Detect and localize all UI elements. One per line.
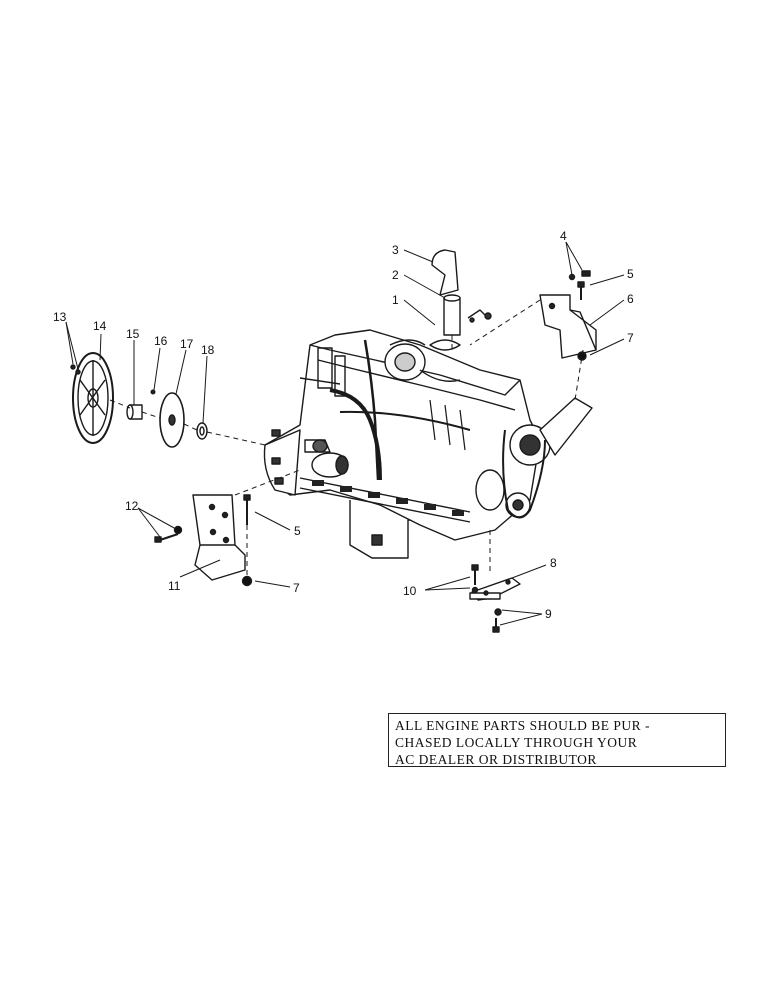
dealer-note-line-2: CHASED LOCALLY THROUGH YOUR bbox=[395, 735, 638, 750]
front-bolt bbox=[577, 281, 585, 300]
exhaust-pipe bbox=[443, 294, 461, 336]
drive-plate bbox=[159, 392, 185, 448]
adapter-ring bbox=[196, 422, 208, 440]
callout-labels: 1 2 3 4 5 6 7 8 9 10 11 12 13 14 15 16 1… bbox=[53, 229, 634, 621]
flywheel-bolts bbox=[70, 364, 81, 375]
callout-9: 9 bbox=[545, 607, 552, 621]
engine-block bbox=[263, 329, 593, 559]
dealer-note-line-1: ALL ENGINE PARTS SHOULD BE PUR - bbox=[395, 718, 650, 733]
callout-14: 14 bbox=[93, 319, 107, 333]
front-mount-bracket bbox=[539, 294, 597, 359]
callout-8: 8 bbox=[550, 556, 557, 570]
callout-10: 10 bbox=[403, 584, 417, 598]
dealer-note-line-3: AC DEALER OR DISTRIBUTOR bbox=[395, 752, 597, 767]
callout-16: 16 bbox=[154, 334, 168, 348]
exhaust-elbow bbox=[431, 249, 459, 296]
front-washers bbox=[568, 270, 591, 281]
callout-5-rear: 5 bbox=[294, 524, 301, 538]
callout-11: 11 bbox=[168, 579, 181, 593]
callout-2: 2 bbox=[392, 268, 399, 282]
callout-7-front: 7 bbox=[627, 331, 634, 345]
dealer-note-box: ALL ENGINE PARTS SHOULD BE PUR - CHASED … bbox=[388, 713, 726, 767]
callout-1: 1 bbox=[392, 293, 399, 307]
drive-plate-screw bbox=[150, 389, 156, 395]
callout-17: 17 bbox=[180, 337, 194, 351]
front-lower-mount bbox=[469, 577, 521, 601]
callout-15: 15 bbox=[126, 327, 140, 341]
callout-5-front: 5 bbox=[627, 267, 634, 281]
callout-4: 4 bbox=[560, 229, 567, 243]
callout-18: 18 bbox=[201, 343, 215, 357]
rear-bolt-horizontal bbox=[154, 525, 183, 543]
callout-12: 12 bbox=[125, 499, 139, 513]
assembly-lines bbox=[109, 299, 584, 575]
lower-bolts bbox=[471, 564, 479, 594]
lower-nut-washer bbox=[492, 608, 502, 633]
callout-3: 3 bbox=[392, 243, 399, 257]
rear-nut bbox=[241, 575, 253, 587]
callout-7-rear: 7 bbox=[293, 581, 300, 595]
pilot-bearing bbox=[126, 404, 143, 420]
callout-13: 13 bbox=[53, 310, 67, 324]
callout-6: 6 bbox=[627, 292, 634, 306]
flywheel bbox=[72, 352, 114, 444]
rear-bolt-vertical bbox=[243, 494, 251, 525]
rear-mount-bracket bbox=[192, 494, 246, 581]
leader-lines bbox=[65, 241, 625, 626]
front-nut bbox=[577, 351, 587, 361]
